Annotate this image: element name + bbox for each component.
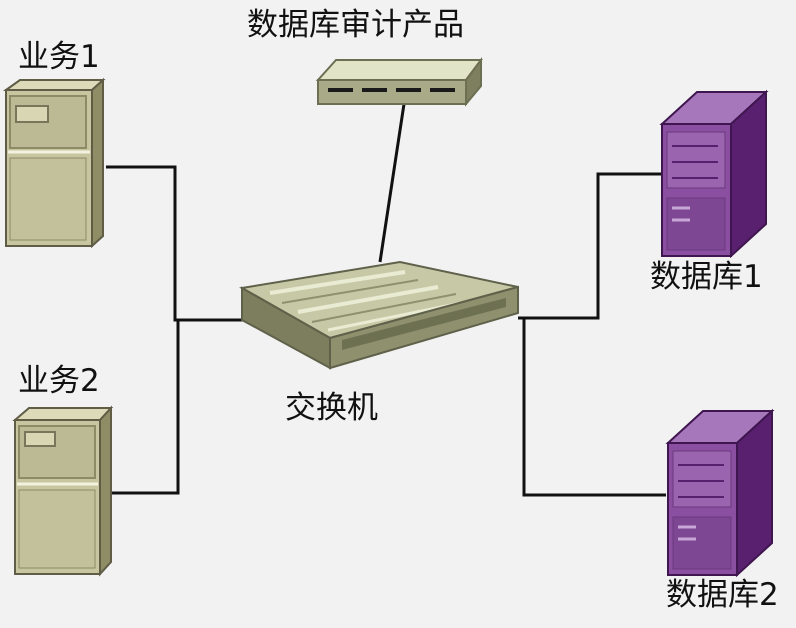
link-business1-switch: [106, 165, 245, 322]
connection-lines: [106, 103, 666, 497]
link-switch-databases: [518, 316, 666, 497]
link-database1: [524, 172, 666, 320]
database2-server-icon: [665, 408, 775, 578]
business2-server-icon: [12, 405, 114, 577]
database1-label: 数据库1: [650, 259, 763, 295]
switch-label: 交换机: [285, 390, 378, 426]
business1-label: 业务1: [18, 39, 100, 75]
link-audit-switch: [378, 103, 406, 263]
business1-server-icon: [2, 77, 106, 249]
audit-appliance-icon: [315, 57, 483, 107]
link-business2-switch: [106, 320, 180, 495]
audit-product-label: 数据库审计产品: [247, 7, 464, 43]
database2-label: 数据库2: [666, 577, 779, 613]
database1-server-icon: [659, 89, 769, 259]
business2-label: 业务2: [18, 363, 100, 399]
switch-icon: [239, 260, 519, 370]
